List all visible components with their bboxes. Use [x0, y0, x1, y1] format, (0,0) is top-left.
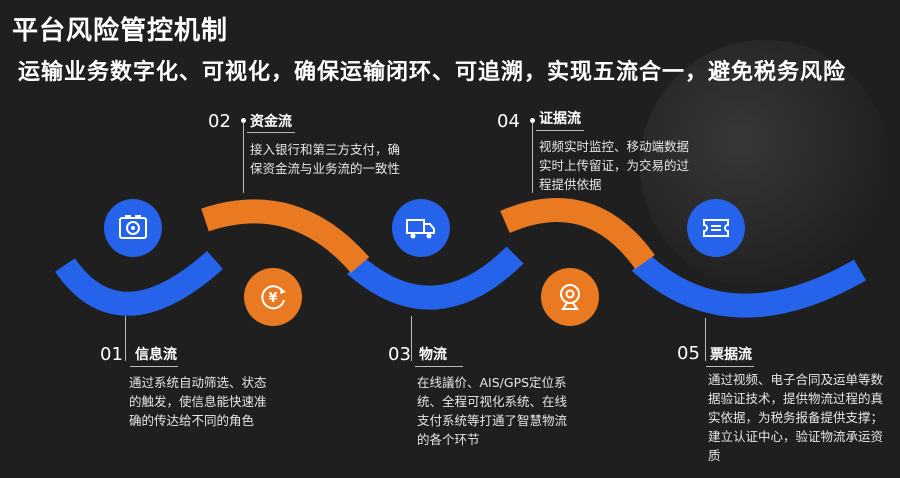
step-5-underline: [706, 366, 754, 367]
step-4-badge: [541, 268, 599, 326]
wave-segment-blue-3: [631, 253, 866, 318]
step-1-connector: [125, 316, 126, 361]
step-5-label: 票据流: [710, 347, 752, 363]
page-title: 平台风险管控机制: [12, 16, 229, 46]
truck-icon: [406, 219, 435, 239]
step-4-label: 证据流: [539, 111, 581, 127]
svg-text:¥: ¥: [268, 291, 277, 306]
wave-segment-blue-1: [55, 251, 223, 316]
step-3-connector: [411, 316, 412, 361]
step-1-underline: [130, 366, 178, 367]
step-2-number: 02: [208, 111, 231, 132]
step-4-underline: [536, 130, 584, 131]
step-5-badge: [687, 199, 745, 257]
page-subtitle: 运输业务数字化、可视化，确保运输闭环、可追溯，实现五流合一，避免税务风险: [18, 60, 847, 85]
wave-segment-orange-2: [500, 198, 655, 270]
step-3-label: 物流: [419, 347, 447, 363]
step-3-description: 在线議价、AIS/GPS定位系统、全程可视化系统、在线支付系统等打通了智慧物流的…: [417, 375, 568, 447]
step-3-number: 03: [388, 344, 411, 365]
step-1-description: 通过系统自动筛选、状态的触发，使信息能快速准确的传达给不同的角色: [129, 375, 267, 428]
step-3-badge: [392, 199, 450, 257]
wave-segment-orange-1: [201, 199, 370, 274]
step-5-number: 05: [677, 343, 700, 364]
step-5-description: 通过视频、电子合同及运单等数据验证技术，提供物流过程的真实依据，为税务报备提供支…: [708, 372, 884, 463]
step-3-underline: [415, 366, 463, 367]
ticket-icon: [703, 219, 729, 237]
step-4-connector: [532, 123, 533, 193]
step-1-badge: [104, 199, 162, 257]
step-2-marker: [241, 118, 246, 123]
step-4-marker: [530, 118, 535, 123]
step-2-description: 接入银行和第三方支付，确保资金流与业务流的一致性: [250, 142, 401, 176]
step-1-number: 01: [100, 344, 123, 365]
step-2-badge: ¥: [244, 268, 302, 326]
step-4-description: 视频实时监控、移动端数据实时上传留证，为交易的过程提供依据: [539, 139, 690, 192]
step-2-connector: [243, 123, 244, 193]
yen-cycle-icon: ¥: [261, 285, 286, 310]
camera-icon: [119, 215, 147, 239]
step-4-number: 04: [497, 111, 520, 132]
step-2-underline: [247, 132, 295, 133]
step-1-label: 信息流: [135, 347, 177, 363]
background-planet: [640, 40, 890, 290]
wave-segment-blue-2: [347, 246, 524, 310]
step-5-connector: [705, 318, 706, 361]
step-2-label: 资金流: [250, 114, 292, 130]
webcam-icon: [560, 284, 580, 310]
